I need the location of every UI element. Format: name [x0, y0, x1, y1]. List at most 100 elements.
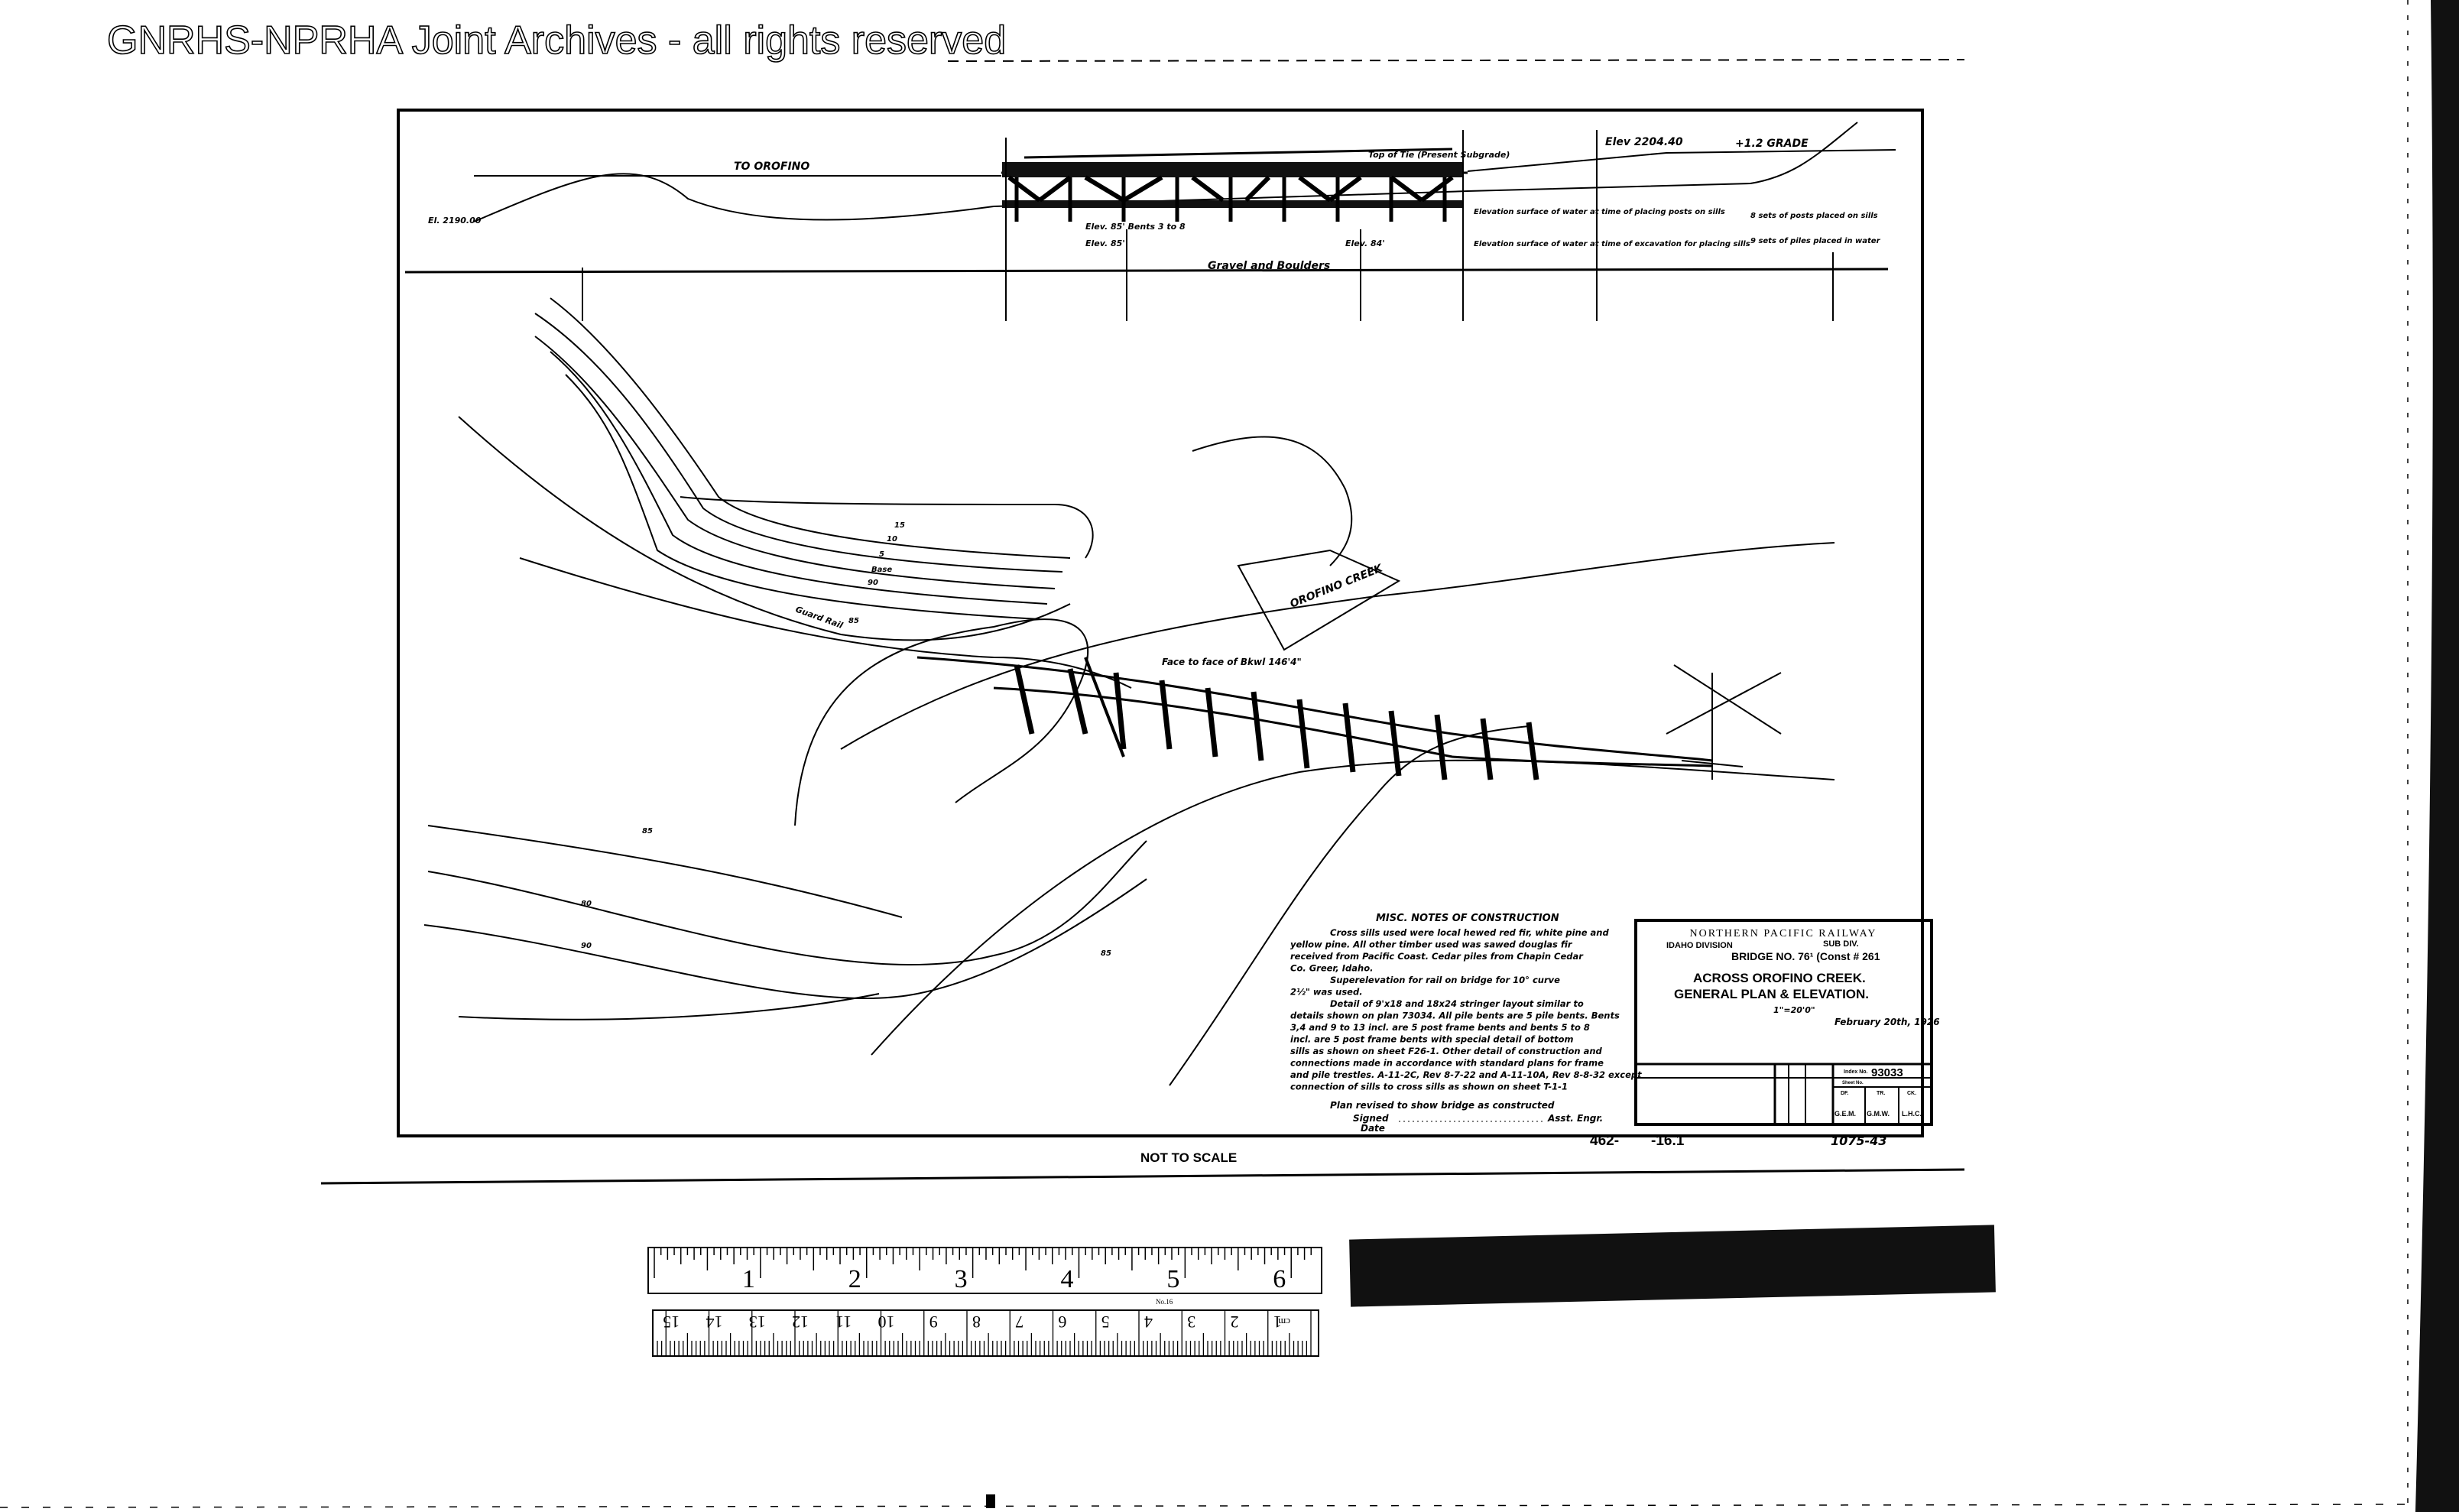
drawing-number-left: 462-: [1590, 1133, 1619, 1149]
df-initials: G.E.M.: [1835, 1110, 1856, 1118]
inch-label: 4: [1060, 1265, 1073, 1293]
cm-label: 10: [878, 1312, 895, 1332]
guard-rail-label: Guard Rail: [794, 605, 845, 631]
face-to-face-label: Face to face of Bkwl 146'4": [1162, 657, 1302, 667]
inch-label: 3: [955, 1265, 968, 1293]
elev-label: Elev 2204.40: [1605, 136, 1683, 148]
posts-note: 8 sets of posts placed on sills: [1750, 212, 1878, 220]
contour-label: 90: [868, 579, 878, 587]
tr-label: TR.: [1877, 1091, 1885, 1096]
notes-line: received from Pacific Coast. Cedar piles…: [1290, 951, 1584, 962]
contour-label: 15: [894, 521, 905, 530]
ruler-model: No.16: [1156, 1298, 1173, 1306]
station-left-label: El. 2190.00: [428, 216, 482, 226]
contour-label: 85: [642, 827, 653, 835]
cm-label: 6: [1059, 1312, 1067, 1332]
railway-name: NORTHERN PACIFIC RAILWAY: [1690, 928, 1877, 939]
scan-edge: [2415, 0, 2459, 1512]
notes-line: yellow pine. All other timber used was s…: [1290, 939, 1573, 950]
notes-line: 2½" was used.: [1290, 987, 1363, 998]
elevation-view: TO OROFINO Elev 2204.40 +1.2 GRADE Top o…: [404, 122, 1896, 321]
ck-initials: L.H.C.: [1902, 1110, 1922, 1118]
piles-note: 9 sets of piles placed in water: [1750, 237, 1881, 245]
contour-label: 5: [879, 550, 884, 559]
elev-85a-label: Elev. 85' Bents 3 to 8: [1085, 222, 1186, 232]
index-label: Index No.: [1844, 1069, 1868, 1075]
sheet-bottom-line: [320, 1168, 1965, 1185]
top-edge-line: [947, 59, 1965, 62]
notes-revised: Plan revised to show bridge as construct…: [1330, 1100, 1555, 1111]
notes-line: details shown on plan 73034. All pile be…: [1290, 1011, 1620, 1021]
contour-label: Base: [871, 566, 892, 574]
tr-initials: G.M.W.: [1867, 1110, 1890, 1118]
notes-title: MISC. NOTES OF CONSTRUCTION: [1376, 913, 1559, 924]
plan-view: [423, 297, 1835, 1086]
contour-label: 90: [581, 942, 592, 950]
grade-label: +1.2 GRADE: [1735, 138, 1809, 150]
drawing-number-right: 1075-43: [1831, 1134, 1886, 1148]
contour-label: 10: [887, 535, 897, 543]
drawing-number-middle: -16.1: [1651, 1133, 1685, 1149]
drawing-border: [397, 109, 1924, 1137]
inch-label: 1: [742, 1265, 755, 1293]
notes-line: and pile trestles. A-11-2C, Rev 8-7-22 a…: [1290, 1069, 1642, 1080]
cm-label: 8: [972, 1312, 981, 1332]
df-label: DF.: [1841, 1091, 1849, 1096]
bottom-edge-line: [0, 1504, 2409, 1508]
notes-line: 3,4 and 9 to 13 incl. are 5 post frame b…: [1290, 1022, 1590, 1033]
water-note-1: Elevation surface of water at time of pl…: [1474, 208, 1725, 216]
notes-line: Detail of 9'x18 and 18x24 stringer layou…: [1330, 998, 1584, 1009]
notes-line: Co. Greer, Idaho.: [1290, 963, 1374, 974]
top-of-tie-label: Top of Tie (Present Subgrade): [1368, 150, 1510, 160]
gravel-label: Gravel and Boulders: [1208, 260, 1330, 272]
cm-label: 5: [1101, 1312, 1110, 1332]
cm-label: 4: [1144, 1312, 1153, 1332]
cm-label: 2: [1231, 1312, 1239, 1332]
notes-line: connection of sills to cross sills as sh…: [1290, 1082, 1568, 1092]
cm-unit-label: cm: [1278, 1316, 1290, 1328]
notes-line: Cross sills used were local hewed red fi…: [1330, 927, 1609, 938]
contour-label: 80: [581, 900, 592, 908]
inch-label: 2: [848, 1265, 861, 1293]
cm-label: 1: [1273, 1312, 1282, 1332]
elev-84-label: Elev. 84': [1345, 238, 1385, 248]
notes-line: connections made in accordance with stan…: [1290, 1058, 1604, 1069]
bridge-truss: [1002, 148, 1463, 222]
drawing-date: February 20th, 1926: [1835, 1017, 1940, 1027]
contour-label: 85: [848, 617, 859, 625]
index-number: 93033: [1871, 1066, 1903, 1079]
drawing-scale: 1"=20'0": [1773, 1005, 1815, 1015]
division-label: IDAHO DIVISION: [1666, 941, 1733, 950]
notes-date: Date: [1361, 1123, 1385, 1134]
cm-label: 7: [1015, 1312, 1024, 1332]
subdiv-label: SUB DIV.: [1823, 939, 1859, 949]
cm-label: 14: [706, 1312, 723, 1332]
bridge-number: BRIDGE NO. 76¹ (Const # 261: [1731, 950, 1880, 962]
drawing-title: GENERAL PLAN & ELEVATION.: [1674, 987, 1869, 1001]
inch-label: 6: [1273, 1265, 1286, 1293]
water-note-2: Elevation surface of water at time of ex…: [1474, 240, 1750, 248]
cm-label: 12: [792, 1312, 809, 1332]
cm-label: 15: [663, 1312, 680, 1332]
title-block: NORTHERN PACIFIC RAILWAY IDAHO DIVISION …: [1634, 919, 1940, 1126]
sheet-label: Sheet No.: [1842, 1081, 1864, 1085]
notes-line: sills as shown on sheet F26-1. Other det…: [1290, 1046, 1603, 1056]
cm-label: 3: [1187, 1312, 1195, 1332]
notes-line: Superelevation for rail on bridge for 10…: [1330, 975, 1560, 985]
ck-label: CK.: [1907, 1091, 1916, 1096]
elev-85b-label: Elev. 85': [1085, 238, 1125, 248]
not-to-scale-label: NOT TO SCALE: [1140, 1150, 1237, 1165]
notes-signed: Signed: [1353, 1113, 1389, 1124]
redacted-strip: [1349, 1225, 1996, 1307]
cm-label: 11: [835, 1312, 852, 1332]
construction-notes: MISC. NOTES OF CONSTRUCTION Cross sills …: [1290, 913, 1642, 1134]
creek-label: OROFINO CREEK: [1289, 562, 1386, 611]
cm-label: 9: [929, 1312, 938, 1332]
notes-line: incl. are 5 post frame bents with specia…: [1290, 1034, 1573, 1045]
archive-watermark: GNRHS-NPRHA Joint Archives - all rights …: [107, 18, 1006, 63]
scan-mark: [986, 1494, 995, 1508]
